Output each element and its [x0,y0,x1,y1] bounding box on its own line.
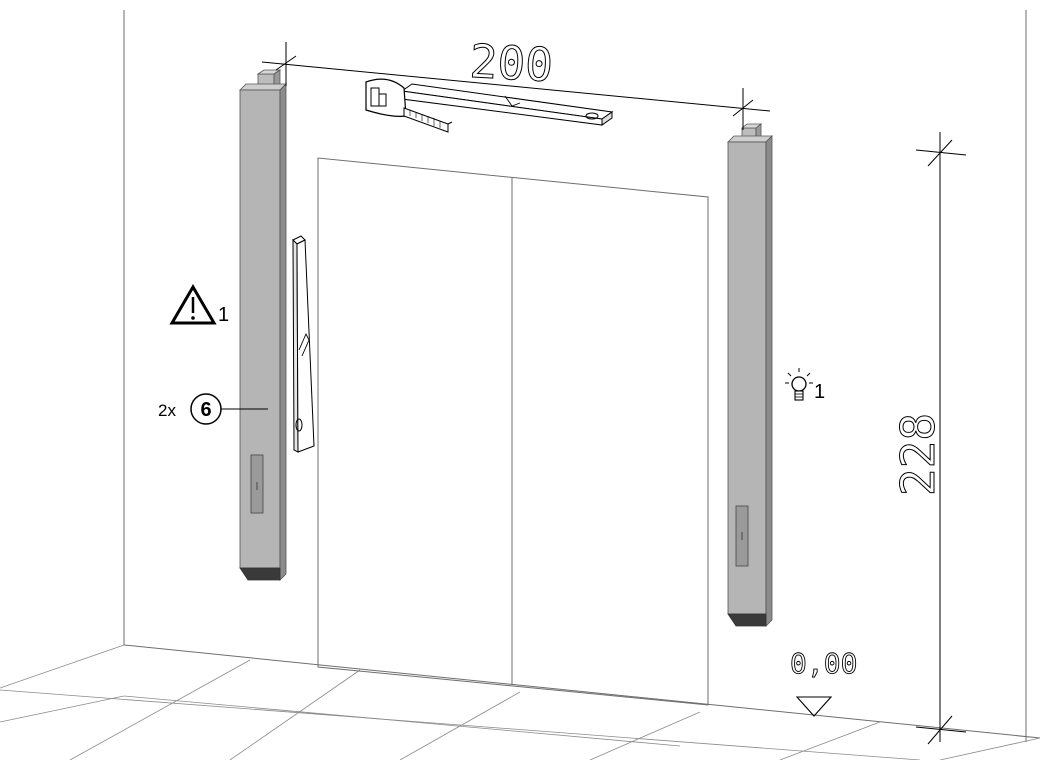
warning-icon [169,284,217,325]
spirit-level-icon [400,83,614,126]
part-quantity: 2x [158,401,176,420]
width-dimension [261,42,771,130]
height-dimension [915,132,967,745]
height-label: 228 [891,413,945,496]
wall [123,10,1041,742]
warning-count: 1 [218,304,229,326]
level-label: 0,00 [790,647,857,680]
elevator-doors [317,157,709,706]
light-bulb-icon [785,368,813,401]
right-rail-column [727,123,773,627]
part-number: 6 [200,399,211,421]
spirit-level-icon [292,235,315,453]
width-label: 200 [468,34,554,92]
tip-count: 1 [814,381,825,403]
left-rail-column [239,69,287,581]
level-marker-icon [795,696,833,717]
floor-tiles [0,644,1041,760]
tape-measure-icon [365,78,453,133]
